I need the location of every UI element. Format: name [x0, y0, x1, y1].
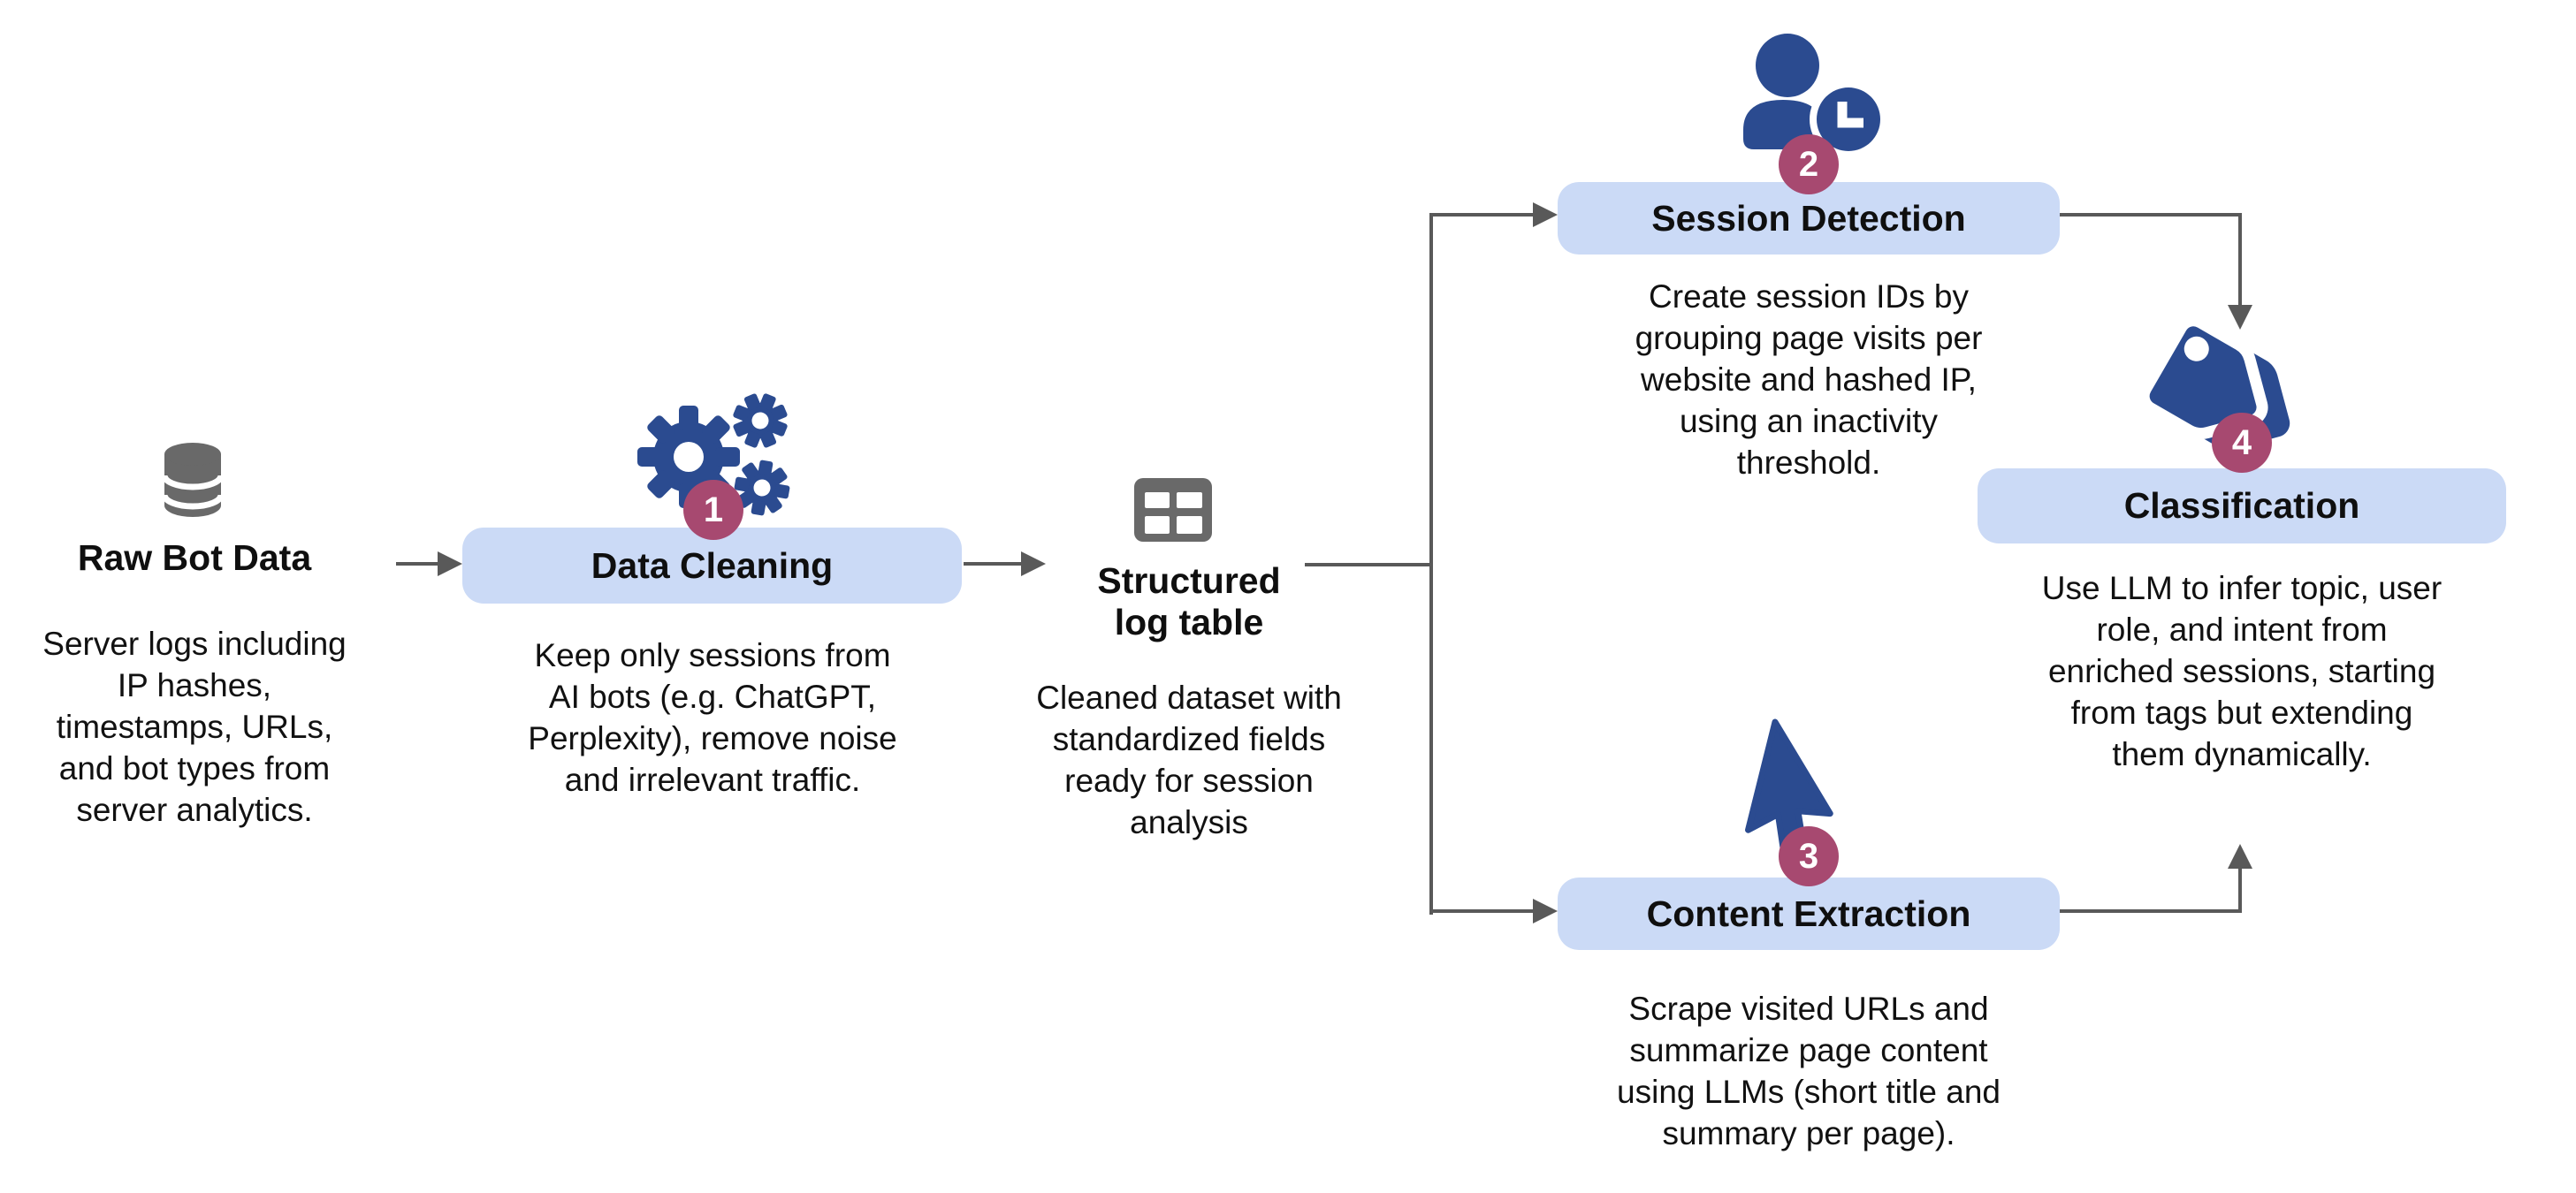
- connector-raw-to-cleaning: [396, 562, 439, 566]
- database-icon: [157, 440, 228, 520]
- arrowhead-branch-to-content: [1533, 899, 1558, 923]
- arrowhead-branch-to-session: [1533, 202, 1558, 227]
- arrowhead-session-to-classification: [2228, 305, 2252, 330]
- user-clock-icon: [1733, 31, 1927, 172]
- step-badge-1: 1: [683, 480, 743, 540]
- arrowhead-content-to-classification: [2228, 844, 2252, 869]
- step-badge-2-number: 2: [1798, 144, 1819, 184]
- connector-session-down: [2238, 213, 2242, 305]
- connector-branch-to-session: [1429, 213, 1533, 217]
- connector-session-right: [2060, 213, 2242, 217]
- step-badge-3-number: 3: [1798, 836, 1819, 876]
- gear-large: [637, 406, 740, 508]
- node-data-cleaning-title: Data Cleaning: [591, 544, 834, 586]
- node-classification: Classification: [1978, 468, 2506, 543]
- arrowhead-cleaning-to-structured: [1021, 551, 1046, 576]
- branch-vertical-line: [1429, 213, 1433, 915]
- step-badge-3: 3: [1779, 826, 1839, 886]
- gear-small-bottom: [734, 460, 790, 516]
- raw-bot-data-description: Server logs including IP hashes, timesta…: [42, 626, 347, 828]
- classification-description: Use LLM to infer topic, user role, and i…: [2041, 570, 2443, 772]
- step-badge-4-number: 4: [2231, 422, 2252, 462]
- node-session-detection: Session Detection: [1558, 182, 2060, 255]
- connector-cleaning-to-structured: [964, 562, 1021, 566]
- arrowhead-raw-to-cleaning: [438, 551, 462, 576]
- gears-icon: [610, 371, 797, 526]
- node-classification-title: Classification: [2123, 485, 2360, 526]
- connector-content-up: [2238, 869, 2242, 913]
- step-badge-2: 2: [1779, 134, 1839, 194]
- connector-content-right: [2060, 909, 2242, 913]
- raw-bot-data-title: Raw Bot Data: [77, 537, 312, 578]
- gear-small-top: [733, 393, 788, 448]
- table-icon: [1132, 475, 1216, 546]
- node-data-cleaning: Data Cleaning: [462, 528, 962, 604]
- step-badge-4: 4: [2212, 413, 2272, 473]
- structured-log-table-title: Structured log table: [1097, 560, 1281, 642]
- structured-log-table-description: Cleaned dataset with standardized fields…: [1036, 680, 1342, 840]
- node-content-extraction: Content Extraction: [1558, 878, 2060, 950]
- connector-structured-to-branch: [1305, 563, 1433, 566]
- session-detection-description: Create session IDs by grouping page visi…: [1635, 278, 1983, 481]
- data-cleaning-description: Keep only sessions from AI bots (e.g. Ch…: [528, 637, 897, 798]
- node-session-detection-title: Session Detection: [1651, 197, 1966, 239]
- connector-branch-to-content: [1429, 909, 1533, 913]
- step-badge-1-number: 1: [703, 490, 724, 529]
- node-content-extraction-title: Content Extraction: [1646, 893, 1971, 934]
- content-extraction-description: Scrape visited URLs and summarize page c…: [1617, 991, 2001, 1151]
